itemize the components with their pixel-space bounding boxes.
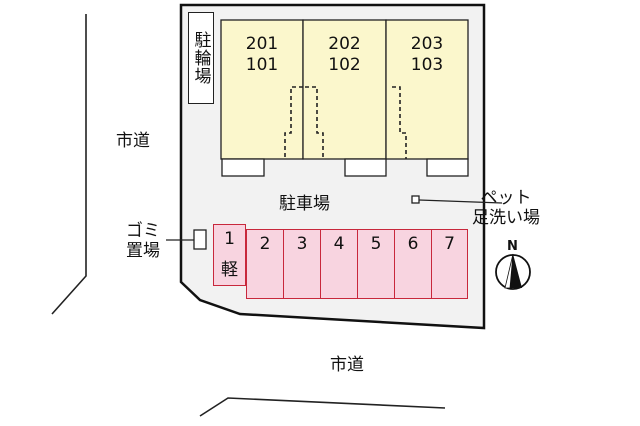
entrance-step-1 <box>221 158 265 177</box>
building-unit-1 <box>220 19 304 160</box>
pet-wash-label: ペット 足洗い場 <box>472 188 540 228</box>
unit-upper-number: 202 <box>328 34 361 54</box>
stair-dashed-lines <box>284 86 407 159</box>
parking-space-2: 2 <box>246 229 284 299</box>
west-road-edge <box>51 14 87 315</box>
bicycle-parking: 駐輪場 <box>188 12 214 104</box>
south-road-label: 市道 <box>330 355 364 375</box>
bicycle-parking-label: 駐輪場 <box>190 31 211 85</box>
entrance-step-2 <box>344 158 387 177</box>
parking-space-6: 6 <box>394 229 432 299</box>
parking-space-number: 3 <box>296 234 308 254</box>
parking-space-number: 1 <box>224 229 235 249</box>
unit-upper-number: 203 <box>410 34 444 54</box>
unit-lower-number: 103 <box>410 55 444 75</box>
parking-space-number: 4 <box>333 234 345 254</box>
parking-space-1: 1 軽 <box>213 224 246 286</box>
pet-wash-leader-line <box>418 199 503 204</box>
kei-car-note: 軽 <box>221 260 238 280</box>
unit-label-3: 203 103 <box>386 34 468 76</box>
unit-lower-number: 102 <box>328 55 361 75</box>
garbage-box <box>193 229 207 250</box>
parking-space-7: 7 <box>431 229 468 299</box>
pet-wash-label-line1: ペット <box>480 188 532 208</box>
parking-space-number: 2 <box>259 234 271 254</box>
parking-space-4: 4 <box>320 229 358 299</box>
unit-label-1: 201 101 <box>221 34 303 76</box>
compass-north-label: N <box>507 239 518 254</box>
garbage-label-line1: ゴミ <box>126 221 160 241</box>
unit-lower-number: 101 <box>245 55 279 75</box>
pet-wash-marker <box>411 195 420 204</box>
garbage-label-line2: 置場 <box>126 241 160 261</box>
pet-wash-label-line2: 足洗い場 <box>472 208 540 228</box>
unit-upper-number: 201 <box>245 34 279 54</box>
west-road-label: 市道 <box>116 131 150 151</box>
parking-space-5: 5 <box>357 229 395 299</box>
entrance-step-3 <box>426 158 469 177</box>
parking-space-3: 3 <box>283 229 321 299</box>
parking-lot-label: 駐車場 <box>279 194 330 214</box>
parking-space-number: 6 <box>407 234 419 254</box>
garbage-area-label: ゴミ 置場 <box>126 221 160 261</box>
parking-space-number: 5 <box>370 234 382 254</box>
unit-label-2: 202 102 <box>303 34 386 76</box>
parking-space-number: 7 <box>444 234 455 254</box>
south-road-edge <box>199 397 446 417</box>
compass-icon <box>495 253 531 290</box>
